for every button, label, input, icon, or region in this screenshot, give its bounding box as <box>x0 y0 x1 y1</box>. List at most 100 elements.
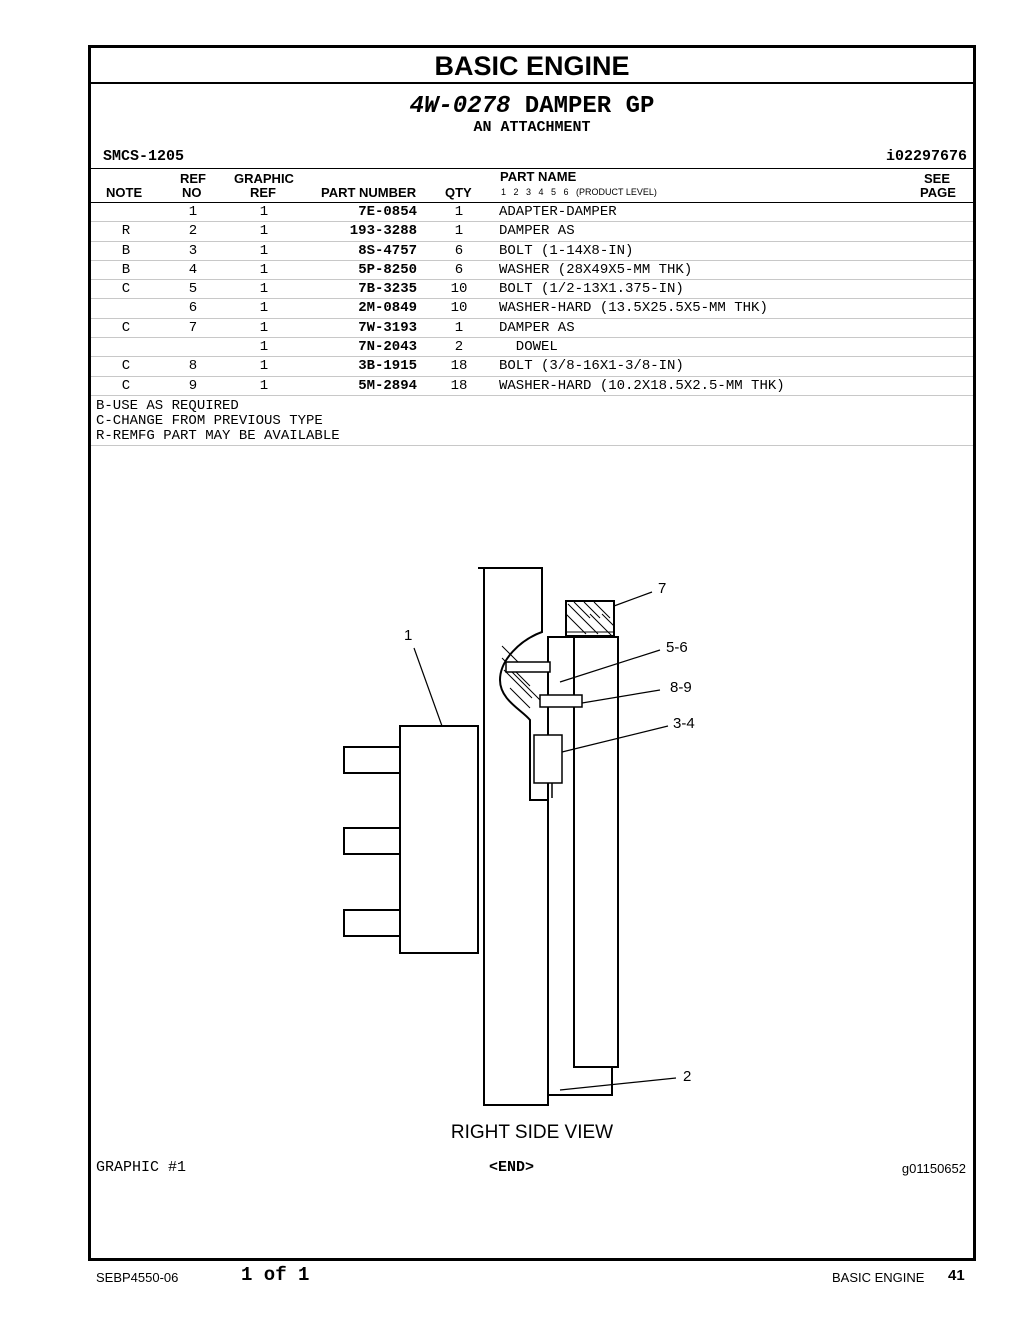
adapter-plate <box>478 567 549 1106</box>
cell-note: C <box>121 281 131 298</box>
cell-part-number[interactable]: 7N-2043 <box>358 339 417 356</box>
damper-inner <box>573 636 619 1068</box>
cell-graphic-ref: 1 <box>259 223 269 240</box>
table-row: C 9 1 5M-2894 18 WASHER-HARD (10.2X18.5X… <box>91 377 973 396</box>
cell-part-number[interactable]: 7E-0854 <box>358 204 417 220</box>
cell-note: C <box>121 319 131 336</box>
cell-qty: 1 <box>454 223 464 240</box>
stud <box>343 746 401 774</box>
cell-part-name: ADAPTER-DAMPER <box>499 204 617 220</box>
cell-graphic-ref: 1 <box>259 300 269 317</box>
adapter-hub <box>399 725 479 954</box>
table-header: NOTE REF NO GRAPHIC REF PART NUMBER QTY … <box>91 168 973 203</box>
header-graphic-top: GRAPHIC <box>234 171 294 186</box>
header-note: NOTE <box>106 185 143 200</box>
cell-qty: 6 <box>454 242 464 259</box>
cell-part-number[interactable]: 8S-4757 <box>358 242 417 259</box>
header-product-level: 1 2 3 4 5 6 (PRODUCT LEVEL) <box>501 187 657 197</box>
group-part-number: 4W-0278 <box>409 93 511 120</box>
cell-part-name: BOLT (1-14X8-IN) <box>499 242 634 259</box>
graphic-label: GRAPHIC #1 <box>96 1159 187 1176</box>
cell-qty: 6 <box>454 261 464 278</box>
footer-doc: SEBP4550-06 <box>96 1270 179 1285</box>
group-title: 4W-0278 DAMPER GP <box>91 94 973 120</box>
header-part-name: PART NAME <box>500 169 577 184</box>
callout-1: 1 <box>404 627 412 644</box>
header-qty: QTY <box>445 185 472 200</box>
cell-ref: 5 <box>188 281 198 298</box>
cell-part-name: DAMPER AS <box>499 319 575 336</box>
header-part-number: PART NUMBER <box>321 185 417 200</box>
smcs-row: SMCS-1205 i02297676 <box>91 146 973 168</box>
table-row: C 8 1 3B-1915 18 BOLT (3/8-16X1-3/8-IN) <box>91 357 973 377</box>
cell-part-name: WASHER-HARD (13.5X25.5X5-MM THK) <box>499 300 768 317</box>
cell-part-number[interactable]: 5M-2894 <box>358 377 417 394</box>
cell-ref: 6 <box>188 300 198 317</box>
bolt <box>505 661 551 673</box>
document-id: i02297676 <box>885 148 967 165</box>
cell-note: C <box>121 358 131 375</box>
table-row: R 2 1 193-3288 1 DAMPER AS <box>91 222 973 242</box>
cell-part-name: DOWEL <box>499 339 558 356</box>
table-row: C 7 1 7W-3193 1 DAMPER AS <box>91 319 973 339</box>
cell-qty: 18 <box>450 377 468 394</box>
cell-note: C <box>121 377 131 394</box>
table-row: 1 1 7E-0854 1 ADAPTER-DAMPER <box>91 203 973 223</box>
cell-part-name: BOLT (1/2-13X1.375-IN) <box>499 281 684 298</box>
page-frame: BASIC ENGINE 4W-0278 DAMPER GP AN ATTACH… <box>88 45 976 1261</box>
cell-ref: 2 <box>188 223 198 240</box>
table-row: 1 7N-2043 2 DOWEL <box>91 338 973 358</box>
cell-note: B <box>121 261 131 278</box>
bolt <box>539 694 583 708</box>
note-c: C-CHANGE FROM PREVIOUS TYPE <box>96 412 323 429</box>
cell-part-number[interactable]: 3B-1915 <box>358 358 417 375</box>
header-see-top: SEE <box>924 171 951 186</box>
cell-part-number[interactable]: 2M-0849 <box>358 300 417 317</box>
callout-7: 7 <box>658 580 666 597</box>
cell-part-name: BOLT (3/8-16X1-3/8-IN) <box>499 358 684 375</box>
table-row: B 3 1 8S-4757 6 BOLT (1-14X8-IN) <box>91 242 973 261</box>
parts-table-body: 1 1 7E-0854 1 ADAPTER-DAMPER R 2 1 193-3… <box>91 203 973 396</box>
cell-part-number[interactable]: 5P-8250 <box>358 261 417 278</box>
cell-qty: 18 <box>450 358 468 375</box>
callout-8-9: 8-9 <box>670 679 692 696</box>
header-graphic-bottom: REF <box>250 185 276 200</box>
notes-legend: B-USE AS REQUIRED C-CHANGE FROM PREVIOUS… <box>91 396 973 446</box>
cell-graphic-ref: 1 <box>259 377 269 394</box>
cell-qty: 10 <box>450 300 468 317</box>
cell-graphic-ref: 1 <box>259 281 269 298</box>
cell-qty: 10 <box>450 281 468 298</box>
cell-part-number[interactable]: 7B-3235 <box>358 281 417 298</box>
smcs-code: SMCS-1205 <box>103 148 185 165</box>
cell-ref: 8 <box>188 358 198 375</box>
cell-graphic-ref: 1 <box>259 261 269 278</box>
cell-note: B <box>121 242 131 259</box>
callout-3-4: 3-4 <box>673 715 695 732</box>
cell-note: R <box>121 223 131 240</box>
cell-graphic-ref: 1 <box>259 358 269 375</box>
cell-ref: 4 <box>188 261 198 278</box>
graphic-image-id: g01150652 <box>901 1161 966 1176</box>
cell-graphic-ref: 1 <box>259 204 269 220</box>
footer-page-number: 41 <box>948 1267 965 1284</box>
callout-2: 2 <box>683 1068 691 1085</box>
header-ref-bottom: NO <box>182 185 202 200</box>
stud <box>343 909 401 937</box>
cell-part-name: WASHER-HARD (10.2X18.5X2.5-MM THK) <box>499 377 785 394</box>
stud <box>343 827 401 855</box>
footer-section: BASIC ENGINE <box>832 1270 925 1285</box>
cell-ref: 7 <box>188 319 198 336</box>
cell-part-number[interactable]: 7W-3193 <box>358 319 417 336</box>
view-label: RIGHT SIDE VIEW <box>451 1122 613 1143</box>
table-row: 6 1 2M-0849 10 WASHER-HARD (13.5X25.5X5-… <box>91 299 973 319</box>
header-ref-top: REF <box>180 171 206 186</box>
table-row: B 4 1 5P-8250 6 WASHER (28X49X5-MM THK) <box>91 261 973 281</box>
group-subtitle: AN ATTACHMENT <box>473 119 591 136</box>
note-r: R-REMFG PART MAY BE AVAILABLE <box>96 427 340 444</box>
footer-page-count: 1 of 1 <box>241 1264 310 1286</box>
header-see-bottom: PAGE <box>920 185 956 200</box>
cell-part-name: DAMPER AS <box>499 223 575 240</box>
cell-qty: 1 <box>454 204 464 220</box>
cell-part-number[interactable]: 193-3288 <box>349 223 417 240</box>
